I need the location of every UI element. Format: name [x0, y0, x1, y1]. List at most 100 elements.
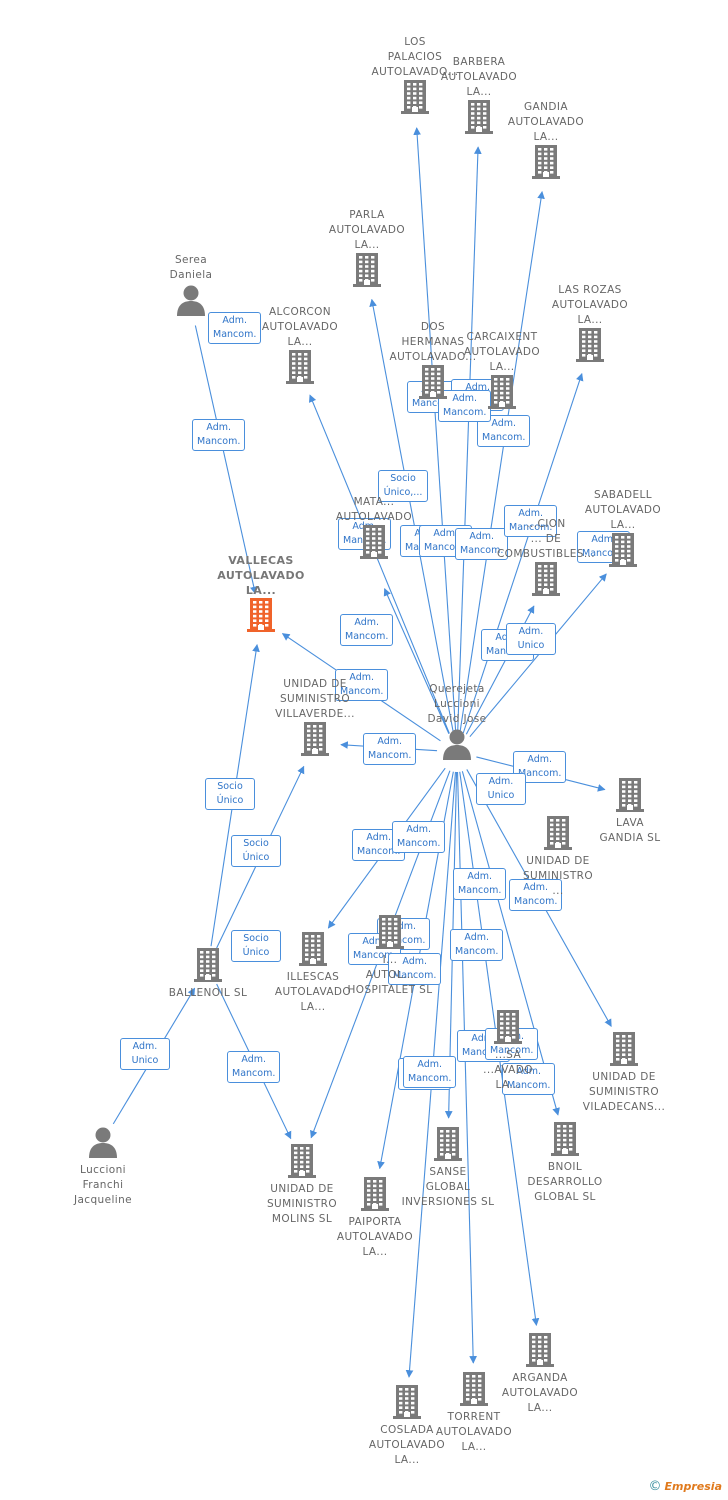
node-label: DOS HERMANAS AUTOLAVADO... [389, 321, 477, 363]
node-label: SABADELL AUTOLAVADO LA... [584, 489, 662, 531]
brand-name: Empresia [664, 1480, 722, 1493]
node-label: COSLADA AUTOLAVADO LA... [368, 1424, 446, 1466]
node-serea[interactable]: Serea Daniela [131, 253, 251, 321]
relation-edge-querejeta-mataro [383, 588, 450, 734]
node-label: ILLESCAS AUTOLAVADO LA... [274, 971, 352, 1013]
node-mataro[interactable]: MATA... AUTOLAVADO [314, 495, 434, 563]
node-palacios[interactable]: LOS PALACIOS AUTOLAVADO... [355, 35, 475, 118]
building-icon [485, 375, 519, 413]
node-label: Serea Daniela [169, 254, 213, 281]
relation-badge-extra[interactable]: Adm. Mancom. [348, 933, 402, 965]
person-icon [86, 1125, 120, 1163]
relation-badge-extra[interactable]: Adm. Mancom. [388, 953, 442, 985]
relation-badge-querejeta-coslada[interactable]: Adm. Mancom. [513, 751, 567, 783]
node-bnoil[interactable]: BNOIL DESARROLLO GLOBAL SL [505, 1122, 625, 1205]
building-icon [358, 1177, 392, 1215]
relation-badge-extra[interactable]: Adm. Mancom. [504, 505, 558, 537]
relation-badge-ballenoil-villaverde[interactable]: Socio Único [231, 835, 281, 867]
building-icon [573, 328, 607, 366]
node-villaverde[interactable]: UNIDAD DE SUMINISTRO VILLAVERDE... [255, 677, 375, 760]
relation-badge-querejeta-vallecas[interactable]: Adm. Mancom. [335, 669, 389, 701]
relation-badge-extra[interactable]: Adm. Unico [506, 623, 556, 655]
relation-badge-ballenoil-molins[interactable]: Socio Único [231, 930, 281, 962]
node-hospitalet[interactable]: I... AUTOL... HOSPITALET SL [330, 915, 450, 998]
relation-badge-extra[interactable]: Adm. Unico [476, 773, 526, 805]
node-gandia_auto[interactable]: GANDIA AUTOLAVADO LA... [486, 100, 606, 183]
node-lava_gandia[interactable]: LAVA GANDIA SL [570, 778, 690, 846]
node-label: ARGANDA AUTOLAVADO LA... [501, 1372, 579, 1414]
node-label: ALCORCON AUTOLAVADO LA... [261, 306, 339, 348]
relation-badge-extra[interactable]: Adm. Mancom. [453, 868, 507, 900]
building-icon [431, 1127, 465, 1165]
node-combustibles[interactable]: ...CION ... DE COMBUSTIBLES... [486, 517, 606, 600]
relation-edge-querejeta-sabadell [469, 573, 607, 738]
node-luccioni_franchi[interactable]: Luccioni Franchi Jacqueline [43, 1125, 163, 1208]
relation-badge-extra[interactable]: Adm. Mancom. [455, 528, 509, 560]
relation-badge-querejeta-parla[interactable]: Socio Único,... [378, 470, 428, 502]
node-las_rozas[interactable]: LAS ROZAS AUTOLAVADO LA... [530, 283, 650, 366]
relation-badge-luccioni_franchi-ballenoil[interactable]: Adm. Unico [120, 1038, 170, 1070]
node-illescas[interactable]: ILLESCAS AUTOLAVADO LA... [253, 932, 373, 1015]
node-paiporta[interactable]: PAIPORTA AUTOLAVADO LA... [315, 1177, 435, 1260]
relation-edge-querejeta-barbera [457, 146, 482, 733]
node-label: UNIDAD DE SUMINISTRO VILADECANS... [582, 1071, 666, 1113]
relation-badge-extra[interactable]: Adm. Mancom. [392, 821, 446, 853]
building-icon [298, 722, 332, 760]
node-label: VALLECAS AUTOLAVADO LA... [217, 554, 305, 597]
node-sa_auto[interactable]: ...SA ...AVADO LA... [448, 1010, 568, 1093]
relation-badge-serea-vallecas[interactable]: Adm. Mancom. [192, 419, 246, 451]
node-sanse[interactable]: SANSE GLOBAL INVERSIONES SL [388, 1127, 508, 1210]
building-icon [285, 1144, 319, 1182]
node-ballenoil[interactable]: BALLENOIL SL [148, 948, 268, 1001]
relation-badge-querejeta-lava_gandia[interactable]: Adm. Mancom. [227, 1051, 281, 1083]
node-label: TORRENT AUTOLAVADO LA... [435, 1411, 513, 1453]
node-label: ...CION ... DE COMBUSTIBLES... [496, 518, 596, 560]
node-label: MATA... AUTOLAVADO [335, 496, 413, 523]
node-label: LAVA GANDIA SL [599, 817, 661, 844]
building-icon [491, 1010, 525, 1048]
copyright-icon: © [648, 1479, 662, 1494]
node-label: PARLA AUTOLAVADO LA... [328, 209, 406, 251]
relation-badge-ballenoil-vallecas[interactable]: Socio Único [205, 778, 255, 810]
relation-badge-querejeta-arganda[interactable]: Adm. Mancom. [502, 1063, 556, 1095]
building-icon [244, 598, 278, 636]
building-icon [548, 1122, 582, 1160]
building-icon [416, 365, 450, 403]
relation-badge-querejeta-sanse[interactable]: Adm. Mancom. [403, 1056, 457, 1088]
node-unidad_sum[interactable]: UNIDAD DE SUMINISTRO ... [498, 816, 618, 899]
relation-badge-extra[interactable]: Adm. Mancom. [208, 312, 262, 344]
relation-badge-querejeta-sabadell[interactable]: Adm. Mancom. [363, 733, 417, 765]
node-molins[interactable]: UNIDAD DE SUMINISTRO MOLINS SL [242, 1144, 362, 1227]
node-querejeta[interactable]: Querejeta Luccioni David Jose [397, 682, 517, 765]
node-carcaixent[interactable]: CARCAIXENT AUTOLAVADO LA... [442, 330, 562, 413]
building-icon [357, 525, 391, 563]
node-torrent[interactable]: TORRENT AUTOLAVADO LA... [414, 1372, 534, 1455]
node-label: CARCAIXENT AUTOLAVADO LA... [463, 331, 541, 373]
node-label: GANDIA AUTOLAVADO LA... [507, 101, 585, 143]
node-barbera[interactable]: BARBERA AUTOLAVADO LA... [419, 55, 539, 138]
node-dos_hermanas[interactable]: DOS HERMANAS AUTOLAVADO... [373, 320, 493, 403]
relation-badge-extra[interactable]: Adm. Mancom. [438, 390, 492, 422]
person-icon [440, 727, 474, 765]
node-alcorcon[interactable]: ALCORCON AUTOLAVADO LA... [240, 305, 360, 388]
relation-edge-querejeta-las_rozas [462, 372, 584, 734]
node-sabadell[interactable]: SABADELL AUTOLAVADO LA... [563, 488, 683, 571]
node-arganda[interactable]: ARGANDA AUTOLAVADO LA... [480, 1333, 600, 1416]
node-label: BNOIL DESARROLLO GLOBAL SL [527, 1161, 603, 1203]
building-icon [350, 253, 384, 291]
node-parla[interactable]: PARLA AUTOLAVADO LA... [307, 208, 427, 291]
brand-footer[interactable]: ©Empresia [649, 1479, 722, 1494]
relation-badge-querejeta-molins[interactable]: Adm. Mancom. [450, 929, 504, 961]
relation-badge-querejeta-combustibles[interactable]: Adm. Mancom. [340, 614, 394, 646]
building-icon [529, 562, 563, 600]
node-label: Querejeta Luccioni David Jose [427, 683, 487, 725]
relation-edge-querejeta-palacios [413, 127, 457, 733]
node-vallecas[interactable]: VALLECAS AUTOLAVADO LA... [201, 553, 321, 636]
relation-badge-querejeta-paiporta[interactable]: Adm. Mancom. [509, 879, 563, 911]
relation-edge-querejeta-bnoil [461, 771, 560, 1116]
building-icon [373, 915, 407, 953]
node-label: Luccioni Franchi Jacqueline [73, 1164, 133, 1206]
node-viladecans[interactable]: UNIDAD DE SUMINISTRO VILADECANS... [564, 1032, 684, 1115]
node-coslada[interactable]: COSLADA AUTOLAVADO LA... [347, 1385, 467, 1468]
node-label: UNIDAD DE SUMINISTRO MOLINS SL [266, 1183, 338, 1225]
